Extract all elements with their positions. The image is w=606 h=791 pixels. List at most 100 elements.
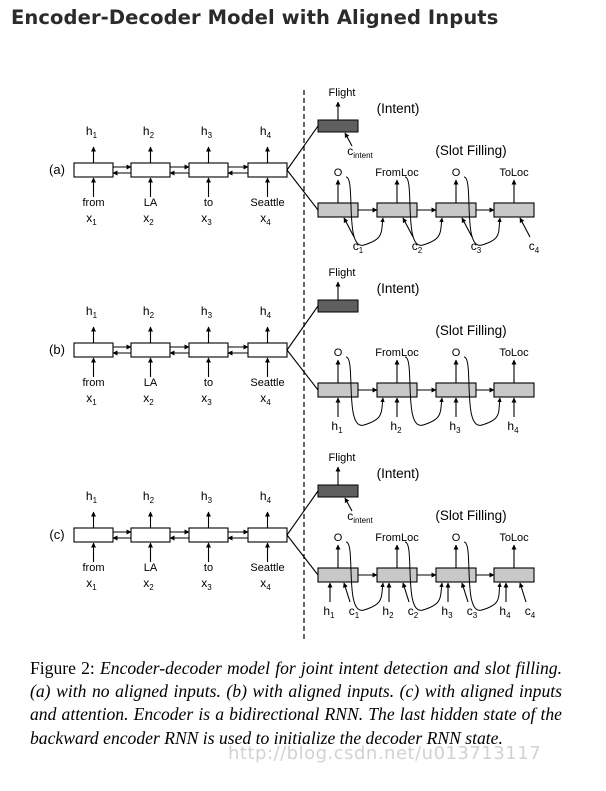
aligned-input-label: h2: [382, 604, 394, 620]
context-label: c2: [408, 604, 419, 620]
encoder-to-intent: [286, 305, 319, 351]
slot-output-label: O: [334, 347, 343, 359]
decoder-cell: [493, 382, 535, 398]
encoder-cell: [130, 527, 171, 543]
decoder-cell: [317, 382, 359, 398]
hidden-state-label: h1: [86, 304, 98, 320]
encoder-to-intent: [286, 125, 319, 171]
intent-branch: Flight(Intent): [317, 267, 420, 313]
hidden-state-label: h2: [143, 124, 155, 140]
hidden-state-label: h2: [143, 304, 155, 320]
encoder-cell: [130, 162, 171, 178]
input-var-label: x1: [86, 211, 97, 227]
decoder-cell: [317, 567, 359, 583]
figure-caption: Figure 2: Encoder-decoder model for join…: [30, 657, 562, 750]
panel-a: (a)h1fromx1h2LAx2h3tox3h4Seattlex4Flight…: [49, 87, 540, 255]
input-word: LA: [144, 562, 158, 574]
input-var-label: x4: [260, 211, 271, 227]
context-arrow: [461, 217, 473, 238]
encoder-cell: [247, 527, 288, 543]
hidden-state-label: h3: [201, 304, 213, 320]
output-feedback-loop: [404, 541, 444, 611]
slot-output-label: O: [334, 167, 343, 179]
context-arrow: [402, 217, 414, 238]
context-arrow: [343, 217, 355, 238]
input-word: from: [83, 197, 105, 209]
input-var-label: x4: [260, 576, 271, 592]
input-word: from: [83, 377, 105, 389]
slot-output-label: O: [452, 347, 461, 359]
intent-cell: [317, 299, 359, 313]
panel-label: (a): [49, 162, 65, 177]
context-label: c1: [353, 239, 364, 255]
input-var-label: x2: [143, 391, 154, 407]
input-var-label: x3: [201, 391, 212, 407]
context-arrow: [460, 582, 469, 603]
slot-annotation: (Slot Filling): [435, 508, 506, 523]
input-var-label: x1: [86, 576, 97, 592]
encoder-cell: [188, 162, 229, 178]
decoder-cell: [376, 567, 418, 583]
hidden-state-label: h1: [86, 489, 98, 505]
slot-annotation: (Slot Filling): [435, 143, 506, 158]
slot-output-label: FromLoc: [375, 167, 419, 179]
slot-annotation: (Slot Filling): [435, 323, 506, 338]
input-var-label: x3: [201, 211, 212, 227]
context-label: c2: [412, 239, 423, 255]
panel-b: (b)h1fromx1h2LAx2h3tox3h4Seattlex4Flight…: [49, 267, 535, 435]
intent-annotation: (Intent): [377, 101, 420, 116]
hidden-state-label: h3: [201, 124, 213, 140]
intent-branch: Flight(Intent)cintent: [317, 452, 419, 525]
panel-c: (c)h1fromx1h2LAx2h3tox3h4Seattlex4Flight…: [49, 452, 535, 620]
intent-context-arrow: [344, 132, 353, 147]
encoder-to-decoder: [286, 169, 319, 211]
aligned-input-label: h4: [507, 419, 519, 435]
context-arrow: [342, 582, 351, 603]
output-feedback-loop: [463, 356, 502, 426]
aligned-input-label: h2: [390, 419, 402, 435]
intent-cell: [317, 119, 359, 133]
context-label: c1: [349, 604, 360, 620]
intent-cell: [317, 484, 359, 498]
output-feedback-loop: [345, 356, 385, 426]
decoder-cell: [435, 382, 477, 398]
encoder-cell: [247, 342, 288, 358]
output-feedback-loop: [345, 541, 385, 611]
intent-output-label: Flight: [329, 87, 356, 99]
input-word: LA: [144, 377, 158, 389]
output-feedback-loop: [463, 176, 502, 246]
intent-annotation: (Intent): [377, 281, 420, 296]
decoder-cell: [317, 202, 359, 218]
slot-output-label: ToLoc: [499, 347, 529, 359]
intent-branch: Flight(Intent)cintent: [317, 87, 420, 160]
aligned-input-label: h3: [441, 604, 453, 620]
context-arrow: [519, 217, 531, 238]
output-feedback-loop: [404, 176, 444, 246]
watermark-text: http://blog.csdn.net/u013713117: [228, 743, 542, 764]
encoder-cell: [188, 342, 229, 358]
aligned-input-label: h1: [323, 604, 335, 620]
input-var-label: x1: [86, 391, 97, 407]
encoder-cell: [247, 162, 288, 178]
output-feedback-loop: [404, 356, 444, 426]
panel-label: (b): [49, 342, 65, 357]
hidden-state-label: h2: [143, 489, 155, 505]
input-word: Seattle: [250, 562, 284, 574]
input-word: LA: [144, 197, 158, 209]
output-feedback-loop: [345, 176, 385, 246]
caption-prefix: Figure 2:: [30, 658, 95, 678]
figure-title: Encoder-Decoder Model with Aligned Input…: [11, 6, 499, 29]
context-label: c3: [471, 239, 482, 255]
input-word: from: [83, 562, 105, 574]
context-label: c3: [467, 604, 478, 620]
encoder-cell: [130, 342, 171, 358]
decoder-cell: [493, 202, 535, 218]
slot-output-label: O: [334, 532, 343, 544]
aligned-input-label: h1: [331, 419, 343, 435]
input-word: to: [204, 562, 213, 574]
input-word: to: [204, 377, 213, 389]
